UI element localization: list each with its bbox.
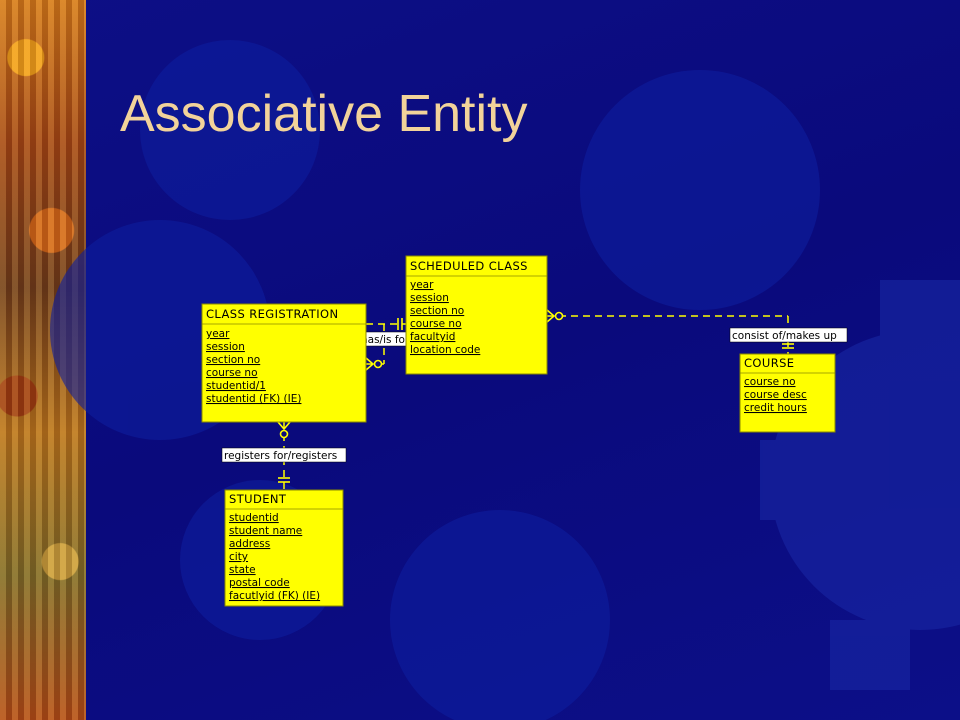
attribute: studentid (FK) (IE) [206, 393, 301, 405]
attribute: year [410, 279, 434, 291]
entity-student[interactable]: STUDENT studentid student name address c… [224, 489, 344, 607]
attribute: location code [410, 344, 480, 356]
attribute: address [229, 538, 270, 550]
relationship-label-has: has/is fo [361, 334, 405, 346]
relationship-label-registers: registers for/registers [224, 450, 337, 462]
entity-scheduled-class[interactable]: SCHEDULED CLASS year session section no … [405, 255, 548, 375]
entity-name: STUDENT [229, 492, 287, 506]
attribute: facutlyid (FK) (IE) [229, 590, 320, 602]
attribute: state [229, 564, 256, 576]
attribute: session [410, 292, 449, 304]
attribute: course no [206, 367, 258, 379]
slide-title: Associative Entity [120, 85, 528, 143]
relationship-has: has/is fo [358, 318, 410, 371]
entity-class-registration[interactable]: CLASS REGISTRATION year session section … [201, 303, 367, 423]
attribute: student name [229, 525, 302, 537]
relationship-consist: consist of/makes up [546, 309, 848, 354]
attribute: section no [410, 305, 464, 317]
attribute: course desc [744, 389, 807, 401]
attribute: session [206, 341, 245, 353]
relationship-registers: registers for/registers [221, 421, 347, 490]
relationship-label-consist: consist of/makes up [732, 330, 837, 342]
attribute: section no [206, 354, 260, 366]
attribute: credit hours [744, 402, 807, 414]
entity-name: COURSE [744, 356, 794, 370]
attribute: studentid [229, 512, 279, 524]
entity-name: SCHEDULED CLASS [410, 259, 528, 273]
entity-course[interactable]: COURSE course no course desc credit hour… [739, 353, 836, 433]
attribute: course no [744, 376, 796, 388]
entity-name: CLASS REGISTRATION [206, 307, 338, 321]
attribute: facultyid [410, 331, 455, 343]
attribute: postal code [229, 577, 290, 589]
attribute: city [229, 551, 248, 563]
attribute: year [206, 328, 230, 340]
attribute: course no [410, 318, 462, 330]
attribute: studentid/1 [206, 380, 266, 392]
